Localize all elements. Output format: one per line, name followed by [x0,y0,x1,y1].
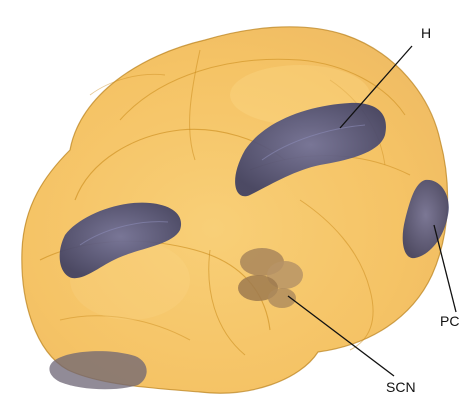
label-scn: SCN [386,379,416,395]
structure-bottom-left [49,351,146,389]
label-pc: PC [440,313,459,329]
label-h: H [421,25,431,41]
brain-volume [22,27,448,393]
leader-pc [434,225,456,312]
